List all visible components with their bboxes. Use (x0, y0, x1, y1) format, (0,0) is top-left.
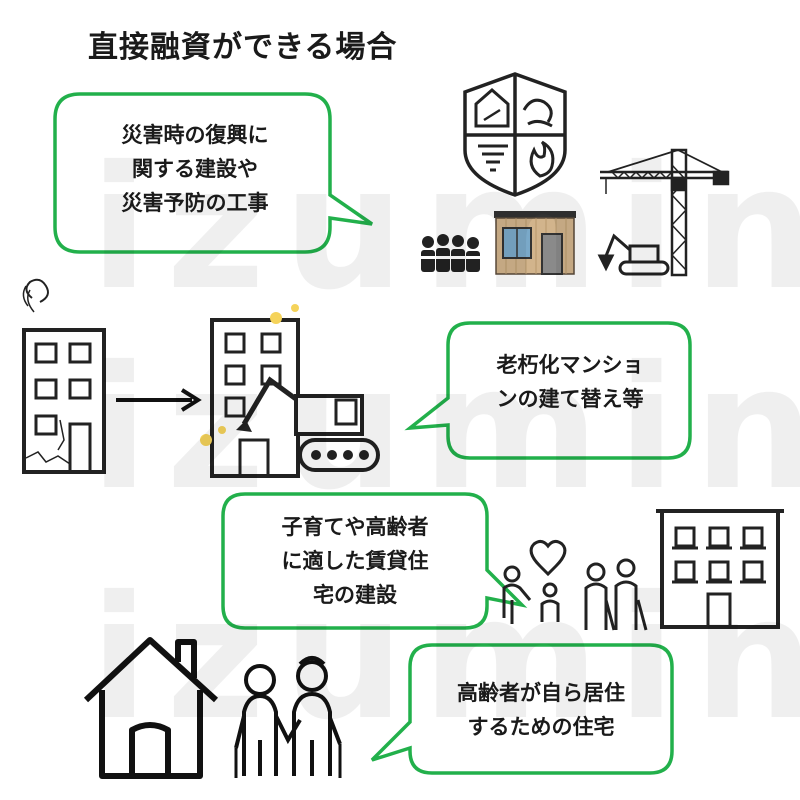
excavator-icon (597, 233, 670, 276)
bubble-1-line: 関する建設や (132, 157, 258, 181)
bubble-4-line: するための住宅 (467, 715, 615, 739)
disaster-shield-icon (463, 72, 567, 197)
bubble-3-line: に適した賃貸住 (281, 549, 429, 573)
bubble-4-text: 高齢者が自ら居住 するための住宅 (412, 676, 670, 744)
apartment-building-icon (656, 509, 784, 629)
bubble-1-line: 災害予防の工事 (121, 191, 269, 215)
speech-bubble-3 (221, 492, 528, 630)
page-title: 直接融資ができる場合 (88, 30, 398, 65)
watermark-middle: izumin (90, 330, 800, 528)
bubble-2-line: 老朽化マンショ (496, 353, 644, 377)
family-heart-icon (502, 539, 567, 624)
construction-workers-icon (421, 234, 480, 272)
bubble-2-line: ンの建て替え等 (496, 387, 644, 411)
bubble-3-line: 宅の建設 (313, 583, 397, 607)
speech-bubble-1 (53, 92, 373, 254)
tower-crane-icon (600, 148, 730, 277)
speech-bubble-2 (404, 321, 692, 460)
bubble-1-line: 災害時の復興に (121, 123, 269, 147)
house-icon (83, 637, 219, 779)
bubble-2-text: 老朽化マンショ ンの建て替え等 (452, 348, 688, 416)
elderly-couple-icon (584, 558, 648, 631)
arrow-right-icon (116, 388, 202, 412)
watermark-bottom: izumin (90, 560, 800, 758)
elderly-couple-large-icon (234, 656, 342, 778)
speech-bubble-4 (370, 643, 674, 775)
bubble-4-line: 高齢者が自ら居住 (457, 681, 625, 705)
old-cracked-building-icon (22, 278, 106, 474)
bubble-1-text: 災害時の復興に 関する建設や 災害予防の工事 (62, 118, 328, 220)
bubble-3-text: 子育てや高齢者 に適した賃貸住 宅の建設 (226, 510, 484, 612)
bubble-3-line: 子育てや高齢者 (281, 515, 429, 539)
prefab-house-icon (494, 211, 576, 275)
demolition-building-icon (200, 304, 380, 478)
watermark-top: izumin (90, 130, 800, 328)
